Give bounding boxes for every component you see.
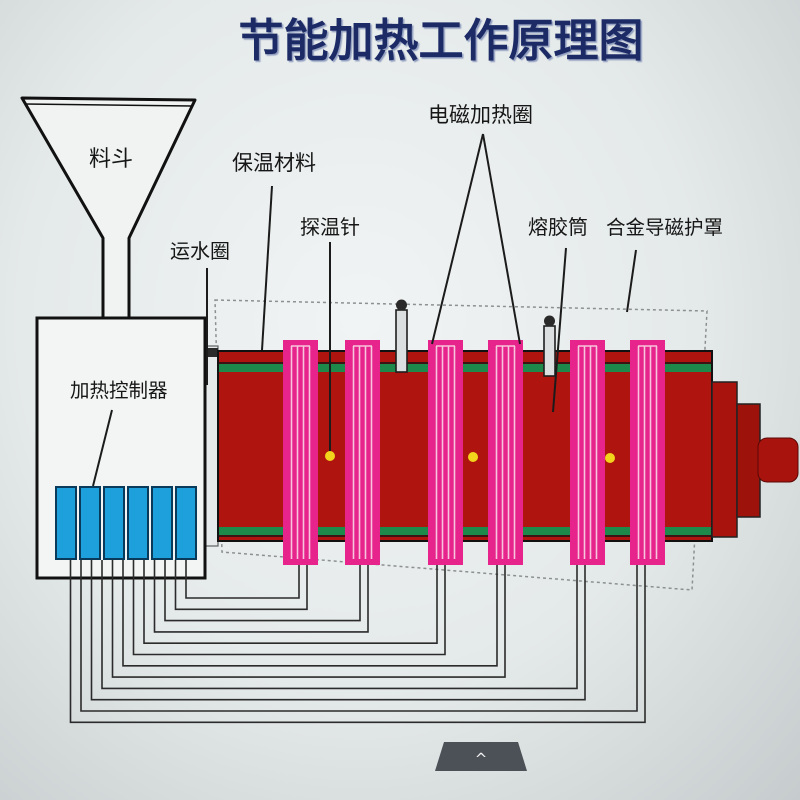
induction-coil: [345, 340, 380, 565]
controller-leader-line: [92, 409, 113, 487]
barrel-end-cap: [711, 381, 799, 538]
induction-coil: [428, 340, 463, 565]
controller-wire: [164, 560, 361, 622]
controller-wire: [111, 560, 506, 678]
probe-sleeve: [543, 315, 556, 377]
melt-barrel-leader-line: [552, 247, 567, 413]
controller-wire: [69, 560, 646, 724]
controller-wire: [153, 560, 369, 633]
probe-sleeve-tube: [395, 309, 408, 373]
coil-body: [345, 340, 380, 565]
end-step-1: [711, 381, 738, 538]
controller-wire: [132, 560, 446, 656]
end-step-2: [736, 403, 761, 518]
controller-wire: [80, 560, 638, 712]
controller-wire: [122, 560, 498, 667]
barrel-inlet-connector: [200, 348, 218, 357]
controller-wiring: [69, 560, 646, 724]
coil-body: [488, 340, 523, 565]
probe-sleeve-cap: [544, 315, 555, 327]
induction-coil: [488, 340, 523, 565]
diagram-title: 节能加热工作原理图: [238, 14, 643, 67]
controller-wire: [174, 560, 308, 611]
hopper: 料斗: [20, 96, 197, 320]
temp-probe-callout: 探温针: [300, 215, 360, 451]
controller-module: [151, 486, 173, 560]
controller-wire: [90, 560, 586, 701]
controller-modules: [55, 486, 197, 560]
controller-wire: [143, 560, 438, 644]
insulation-leader-line: [261, 185, 273, 351]
toolbar-toggle-tab[interactable]: [435, 742, 527, 771]
induction-coil: [283, 340, 318, 565]
controller-wire: [185, 560, 300, 599]
controller-wire: [101, 560, 578, 690]
hopper-rim: [24, 103, 193, 107]
controller-module: [79, 486, 101, 560]
water-ring-label: 运水圈: [170, 239, 230, 263]
alloy-shield-label: 合金导磁护罩: [606, 216, 723, 239]
probe-tip-dot: [325, 451, 335, 461]
coil-body: [283, 340, 318, 565]
induction-coil-leader-line: [431, 133, 484, 345]
coil-body: [428, 340, 463, 565]
probe-tip-dot: [468, 452, 478, 462]
alloy-shield-callout: 合金导磁护罩: [606, 216, 723, 313]
barrel-band-bottom: [219, 527, 711, 535]
coil-body: [570, 340, 605, 565]
alloy-shield-leader-line: [626, 249, 637, 313]
water-ring-callout: 运水圈: [170, 239, 230, 385]
controller-module: [175, 486, 197, 560]
controller-module: [55, 486, 77, 560]
probe-sleeve-cap: [396, 299, 407, 311]
controller-label: 加热控制器: [70, 379, 168, 402]
coil-body: [630, 340, 665, 565]
induction-coil: [630, 340, 665, 565]
probe-tip-dot: [605, 453, 615, 463]
temp-probe-label: 探温针: [300, 215, 360, 239]
induction-coil-label: 电磁加热圈: [428, 103, 533, 127]
insulation-callout: 保温材料: [232, 151, 316, 351]
probe-sleeve-tube: [543, 325, 556, 377]
induction-coil-leader-line: [482, 133, 521, 345]
probe-tips: [325, 451, 615, 463]
barrel-band-top: [219, 364, 711, 372]
chevron-up-icon: ^: [475, 750, 488, 768]
controller-module: [103, 486, 125, 560]
induction-coils: [283, 340, 665, 565]
melt-barrel-callout: 熔胶筒: [528, 215, 588, 413]
insulation-label: 保温材料: [232, 151, 316, 175]
hopper-label: 料斗: [89, 147, 133, 172]
nozzle: [757, 437, 799, 483]
hopper-funnel: [20, 96, 197, 320]
probe-sleeve: [395, 299, 408, 373]
melt-barrel-label: 熔胶筒: [528, 215, 588, 239]
expand-toolbar-button[interactable]: ^: [435, 742, 527, 771]
controller-module: [127, 486, 149, 560]
induction-coil-callout: 电磁加热圈: [428, 103, 533, 345]
induction-coil: [570, 340, 605, 565]
